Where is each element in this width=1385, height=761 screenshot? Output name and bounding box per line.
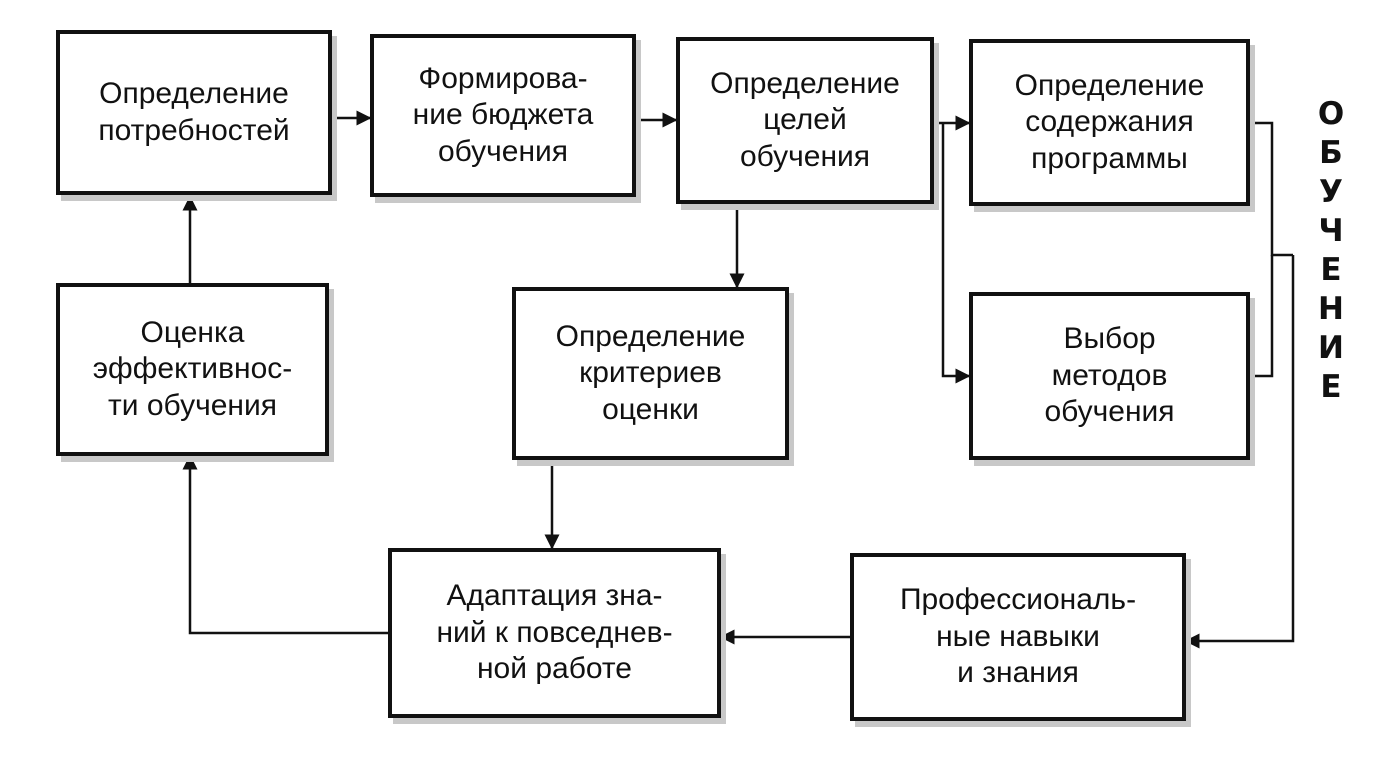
node-skills: Профессиональ- ные навыки и знания: [850, 553, 1186, 721]
node-content-label: Определение содержания программы: [1014, 68, 1205, 175]
bracket-training-lower: [1250, 255, 1274, 378]
node-methods: Выбор методов обучения: [969, 292, 1250, 460]
node-adaptation: Адаптация зна- ний к повседнев- ной рабо…: [388, 548, 721, 718]
node-goals-label: Определение целей обучения: [710, 66, 900, 173]
node-needs: Определение потребностей: [56, 30, 332, 195]
arrow-adaptation-to-effectiveness: [182, 454, 388, 635]
node-needs-label: Определение потребностей: [98, 76, 290, 147]
node-budget-label: Формирова- ние бюджета обучения: [412, 61, 594, 168]
node-methods-label: Выбор методов обучения: [1044, 322, 1175, 429]
arrow-goals-to-methods: [941, 123, 971, 384]
arrow-training-to-skills: [1184, 255, 1295, 649]
node-effectiveness-label: Оценка эффективнос- ти обучения: [92, 315, 293, 422]
node-budget: Формирова- ние бюджета обучения: [370, 34, 636, 197]
node-goals: Определение целей обучения: [676, 37, 934, 204]
training-side-label: ОБУЧЕНИЕ: [1317, 96, 1345, 405]
node-adaptation-label: Адаптация зна- ний к повседнев- ной рабо…: [436, 579, 673, 686]
node-effectiveness: Оценка эффективнос- ти обучения: [56, 283, 329, 456]
node-criteria: Определение критериев оценки: [512, 287, 789, 460]
bracket-training: [1250, 121, 1293, 257]
node-content: Определение содержания программы: [969, 39, 1250, 206]
node-skills-label: Профессиональ- ные навыки и знания: [899, 583, 1137, 690]
node-criteria-label: Определение критериев оценки: [555, 319, 746, 426]
